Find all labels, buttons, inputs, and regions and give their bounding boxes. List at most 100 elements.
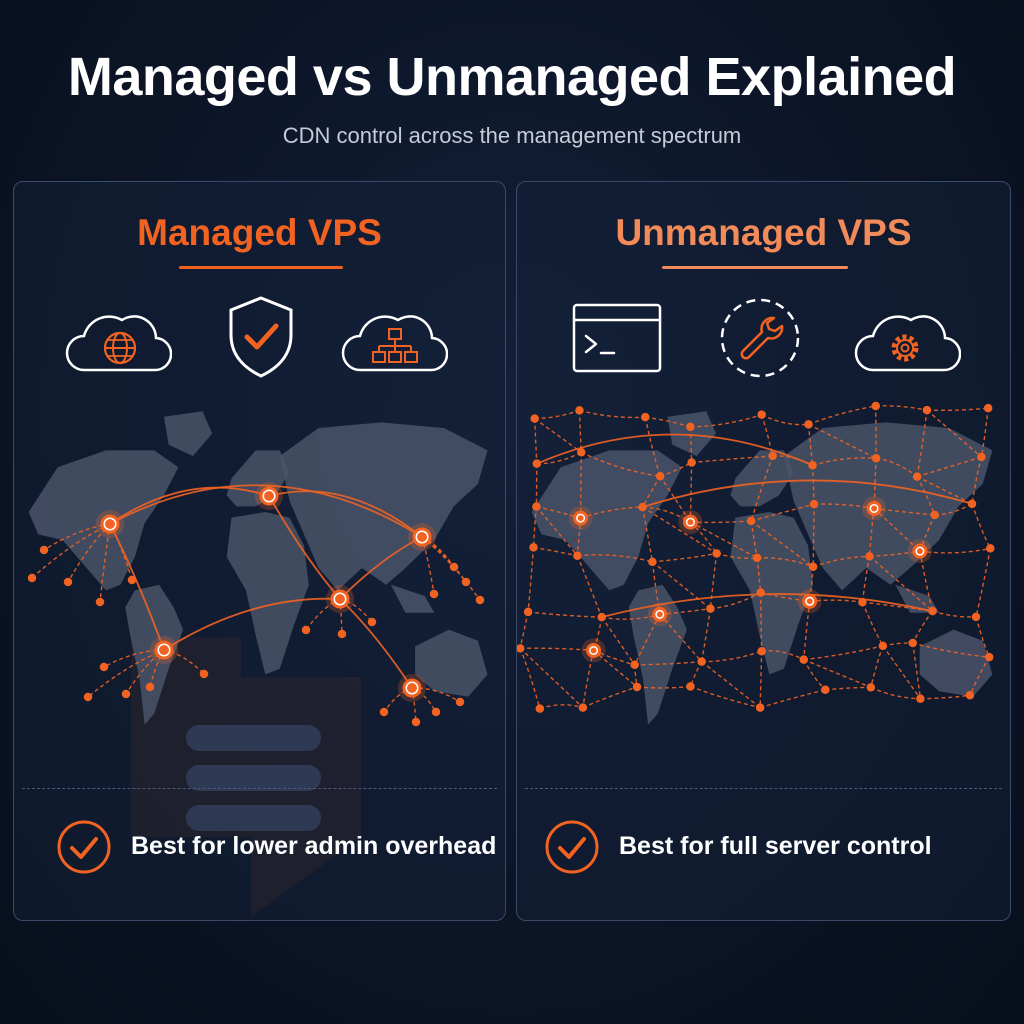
network-link <box>814 503 875 510</box>
check-circle-icon <box>545 820 599 874</box>
network-node-core <box>407 683 417 693</box>
network-link <box>709 553 718 609</box>
network-link <box>659 613 703 663</box>
network-link <box>519 611 529 649</box>
network-node <box>908 638 917 648</box>
network-link <box>411 687 461 703</box>
network-link <box>642 506 691 523</box>
network-node <box>686 682 695 691</box>
network-link <box>759 651 763 708</box>
network-node <box>577 448 586 457</box>
network-node <box>455 697 465 707</box>
network-link <box>580 451 661 477</box>
network-link <box>812 457 877 466</box>
network-link <box>916 475 973 505</box>
continent-shape <box>783 422 993 591</box>
network-link <box>700 608 712 662</box>
network-node <box>630 660 639 670</box>
managed-vps-panel: Managed VPS Best for lower admin overhea… <box>13 181 506 921</box>
cloud-network-icon <box>341 315 448 372</box>
network-link <box>576 555 603 618</box>
network-link <box>875 405 928 411</box>
network-link <box>601 616 636 666</box>
network-link <box>527 547 535 612</box>
network-link <box>109 484 423 538</box>
network-node <box>746 516 756 526</box>
network-link <box>634 614 661 666</box>
network-node-core <box>105 519 115 529</box>
network-link <box>808 423 877 459</box>
network-node <box>530 414 539 423</box>
network-node <box>39 545 49 555</box>
network-node <box>655 471 665 481</box>
network-link <box>912 610 934 644</box>
best-for-label: Best for full server control <box>619 832 932 860</box>
network-node <box>983 403 993 413</box>
network-link <box>534 418 538 464</box>
network-node <box>916 694 925 703</box>
continent-shape <box>628 584 687 725</box>
network-node <box>632 682 642 692</box>
network-node-core <box>687 519 694 526</box>
network-link <box>539 704 584 710</box>
network-link <box>812 504 815 567</box>
network-node <box>367 617 377 627</box>
terminal-window-icon <box>572 303 662 373</box>
network-node <box>912 472 922 481</box>
network-node <box>757 646 766 656</box>
world-map-mesh-network <box>517 401 995 725</box>
network-node <box>532 502 541 511</box>
network-node <box>429 589 439 599</box>
network-node <box>83 692 93 702</box>
network-node <box>965 690 975 700</box>
best-for-label: Best for lower admin overhead <box>131 832 497 860</box>
network-link <box>759 689 826 709</box>
network-link <box>109 486 270 525</box>
network-link <box>869 555 934 612</box>
network-link <box>690 520 752 524</box>
title-underline <box>179 266 343 269</box>
network-link <box>919 547 991 554</box>
network-link <box>582 650 595 708</box>
network-link <box>912 642 922 699</box>
network-node <box>431 707 441 717</box>
continent-shape <box>531 450 682 591</box>
network-link <box>812 555 870 568</box>
network-link <box>916 410 928 477</box>
network-link <box>593 649 638 688</box>
cloud-gear-icon <box>854 315 961 372</box>
network-node <box>768 451 777 461</box>
continent-shape <box>730 450 794 507</box>
wrench-icon <box>720 298 800 378</box>
network-link <box>920 694 971 700</box>
continent-shape <box>226 512 309 675</box>
network-node <box>984 652 994 662</box>
network-link <box>690 414 762 428</box>
network-link <box>163 597 341 651</box>
continent-shape <box>667 411 716 456</box>
network-link <box>421 536 467 583</box>
network-node <box>145 682 155 692</box>
network-link <box>882 645 921 700</box>
divider <box>22 788 497 789</box>
network-node <box>573 551 582 560</box>
network-node <box>752 553 762 563</box>
unmanaged-vps-panel: Unmanaged VPS Best for full server contr… <box>516 181 1011 921</box>
network-node <box>532 459 542 468</box>
network-link <box>971 503 991 549</box>
network-node <box>301 625 311 635</box>
network-node <box>755 703 765 712</box>
network-link <box>750 503 815 522</box>
cloud-globe-icon <box>65 315 172 372</box>
network-link <box>339 536 423 600</box>
network-link <box>577 554 653 563</box>
network-node <box>578 703 588 712</box>
continent-shape <box>390 584 435 613</box>
network-node <box>27 573 37 583</box>
network-node <box>967 499 977 509</box>
network-node <box>757 410 766 419</box>
network-node <box>971 612 981 622</box>
network-link <box>808 405 876 425</box>
network-link <box>870 645 884 688</box>
network-link <box>582 686 638 709</box>
